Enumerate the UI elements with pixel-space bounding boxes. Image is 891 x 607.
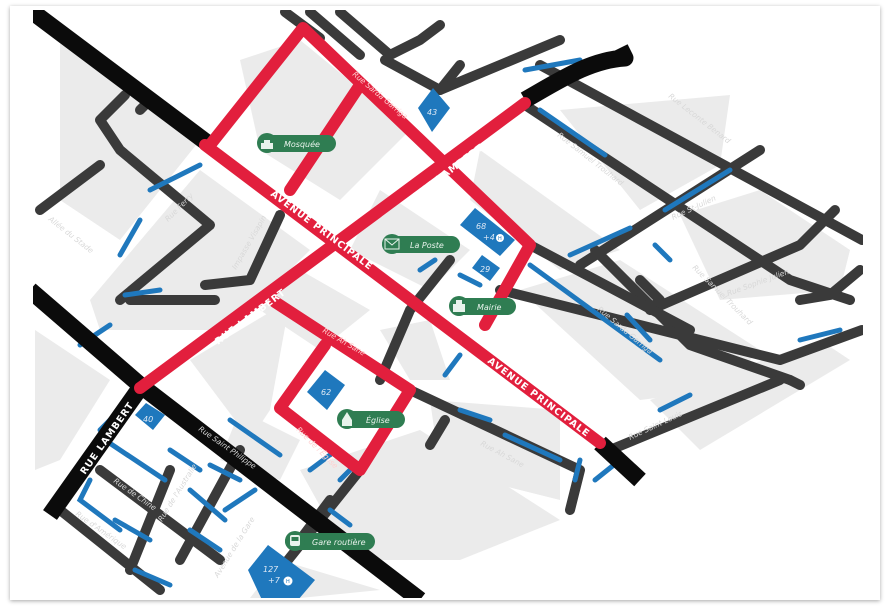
svg-text:Mosquée: Mosquée (284, 139, 320, 149)
town-hall-icon (453, 300, 465, 312)
svg-text:40: 40 (143, 415, 153, 424)
svg-text:H: H (286, 579, 290, 585)
svg-text:29: 29 (480, 265, 490, 274)
mail-icon (384, 238, 400, 250)
parking-29[interactable]: 29 (472, 255, 500, 281)
parking-43[interactable]: 43 (418, 88, 450, 132)
church-icon (342, 412, 352, 426)
major-roads (33, 10, 646, 598)
poi-eglise[interactable]: Église (337, 409, 405, 429)
street-label: Allée du Stade (46, 214, 96, 255)
poi-mairie[interactable]: Mairie (449, 296, 516, 316)
svg-text:127: 127 (263, 565, 279, 574)
svg-text:Gare routière: Gare routière (312, 537, 366, 547)
poi-mosquee[interactable]: Mosquée (257, 133, 336, 153)
svg-text:68: 68 (476, 222, 486, 231)
svg-text:Mairie: Mairie (477, 303, 502, 312)
poi-la-poste[interactable]: La Poste (382, 234, 460, 254)
parking-62[interactable]: 62 (307, 370, 345, 410)
svg-text:H: H (498, 236, 502, 242)
parking-127[interactable]: 127 +7 H (248, 545, 315, 600)
accessible-icon (283, 576, 293, 586)
accessible-icon (496, 234, 504, 242)
svg-text:La Poste: La Poste (410, 241, 444, 250)
svg-text:62: 62 (321, 388, 331, 397)
street-label: Rue de Chine (112, 476, 159, 512)
parking-40[interactable]: 40 (135, 403, 165, 430)
points-of-interest[interactable]: Mosquée La Poste Mairie Église Gare rout… (257, 133, 516, 551)
poi-gare-routiere[interactable]: Gare routière (285, 531, 375, 551)
svg-text:43: 43 (427, 108, 437, 117)
svg-text:+4: +4 (483, 233, 495, 242)
mosque-icon (261, 140, 273, 149)
svg-text:Église: Église (366, 414, 390, 425)
svg-text:+7: +7 (268, 576, 281, 585)
